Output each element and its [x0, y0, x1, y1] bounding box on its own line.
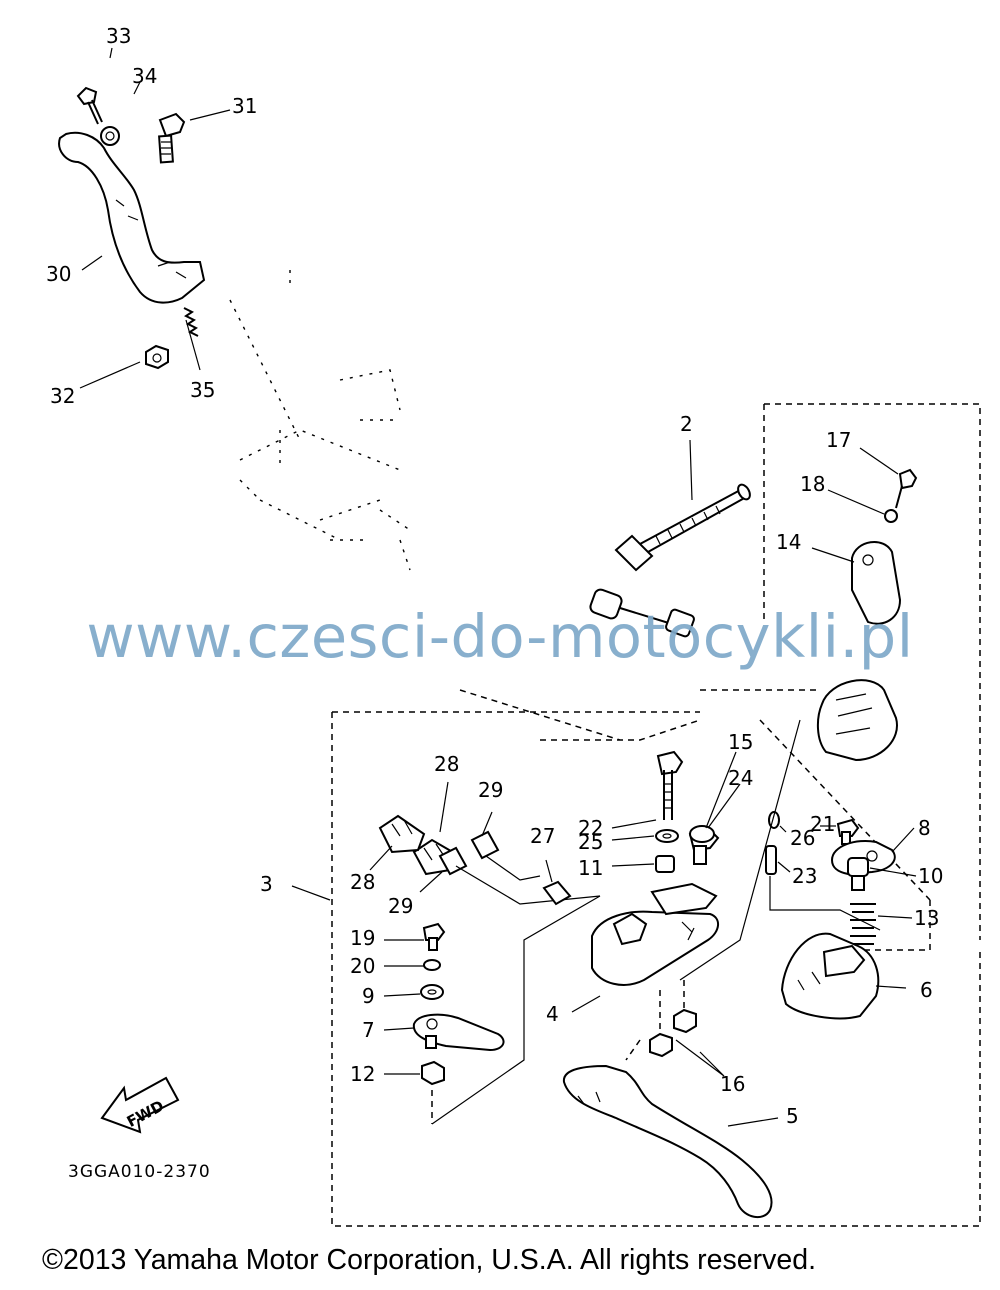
- nut-34: [100, 126, 120, 146]
- callout-27: 27: [530, 824, 556, 848]
- callout-13: 13: [914, 906, 940, 930]
- callout-20: 20: [350, 954, 376, 978]
- spring-35: [183, 307, 199, 337]
- callout-2: 2: [680, 412, 693, 436]
- callout-18: 18: [800, 472, 826, 496]
- switch-14: [851, 540, 902, 625]
- callout-11: 11: [578, 856, 604, 880]
- callout-21: 21: [810, 812, 836, 836]
- washer-25: [655, 829, 679, 843]
- callout-29a: 29: [478, 778, 504, 802]
- callout-29b: 29: [388, 894, 414, 918]
- washer-18: [884, 509, 898, 523]
- callout-26: 26: [790, 826, 816, 850]
- callout-15: 15: [728, 730, 754, 754]
- callout-35: 35: [190, 378, 216, 402]
- pin-23: [765, 845, 777, 875]
- callout-28b: 28: [350, 870, 376, 894]
- callout-8: 8: [918, 816, 931, 840]
- bolt-22: [656, 750, 684, 820]
- callout-3: 3: [260, 872, 273, 896]
- bushing-11: [655, 855, 675, 873]
- callout-9: 9: [362, 984, 375, 1008]
- main-box: [331, 689, 981, 1227]
- nut-32: [145, 344, 169, 370]
- nuts-16: [649, 1008, 697, 1058]
- switch-assembly: [700, 403, 981, 951]
- washer-9: [420, 984, 444, 1000]
- callout-33: 33: [106, 24, 132, 48]
- callout-24: 24: [728, 766, 754, 790]
- callout-4: 4: [546, 1002, 559, 1026]
- bolt-31: [158, 112, 186, 164]
- cable-2: [614, 483, 751, 572]
- bolt-33: [76, 86, 103, 125]
- bracket-4: [591, 882, 719, 986]
- callout-22: 22: [578, 816, 604, 840]
- copyright-notice: ©2013 Yamaha Motor Corporation, U.S.A. A…: [42, 1244, 816, 1276]
- plate-7: [412, 1013, 505, 1052]
- spring-13: [850, 903, 876, 945]
- callout-34: 34: [132, 64, 158, 88]
- grip-housing: [816, 679, 898, 762]
- callout-25: 25: [578, 830, 604, 854]
- callout-5: 5: [786, 1104, 799, 1128]
- cable-end: [589, 588, 695, 638]
- washer-20: [423, 959, 441, 971]
- callout-6: 6: [920, 978, 933, 1002]
- callout-17: 17: [826, 428, 852, 452]
- callout-16: 16: [720, 1072, 746, 1096]
- leader-lines: [79, 47, 917, 1127]
- screw-17: [895, 468, 918, 509]
- diagram-code: 3GGA010-2370: [68, 1162, 211, 1182]
- callout-28a: 28: [434, 752, 460, 776]
- fwd-arrow: FWD: [100, 1076, 180, 1134]
- callout-19: 19: [350, 926, 376, 950]
- washer-24: [689, 825, 715, 843]
- callout-10: 10: [918, 864, 944, 888]
- ghost-housing: [229, 270, 411, 571]
- nut-12: [421, 1060, 445, 1086]
- callout-31: 31: [232, 94, 258, 118]
- callout-30: 30: [46, 262, 72, 286]
- part-27: [542, 880, 572, 906]
- watermark: www.czesci-do-motocykli.pl: [86, 602, 914, 671]
- housing-6: [780, 932, 880, 1020]
- callout-12: 12: [350, 1062, 376, 1086]
- screw-21: [836, 818, 860, 845]
- plunger-10: [847, 857, 869, 891]
- callout-32: 32: [50, 384, 76, 408]
- screw-19: [422, 922, 446, 951]
- callout-14: 14: [776, 530, 802, 554]
- lever-5: [562, 1064, 773, 1219]
- lever-assembly-upper: [58, 86, 411, 571]
- bushings-29: [438, 830, 500, 876]
- callout-23: 23: [792, 864, 818, 888]
- callout-7: 7: [362, 1018, 375, 1042]
